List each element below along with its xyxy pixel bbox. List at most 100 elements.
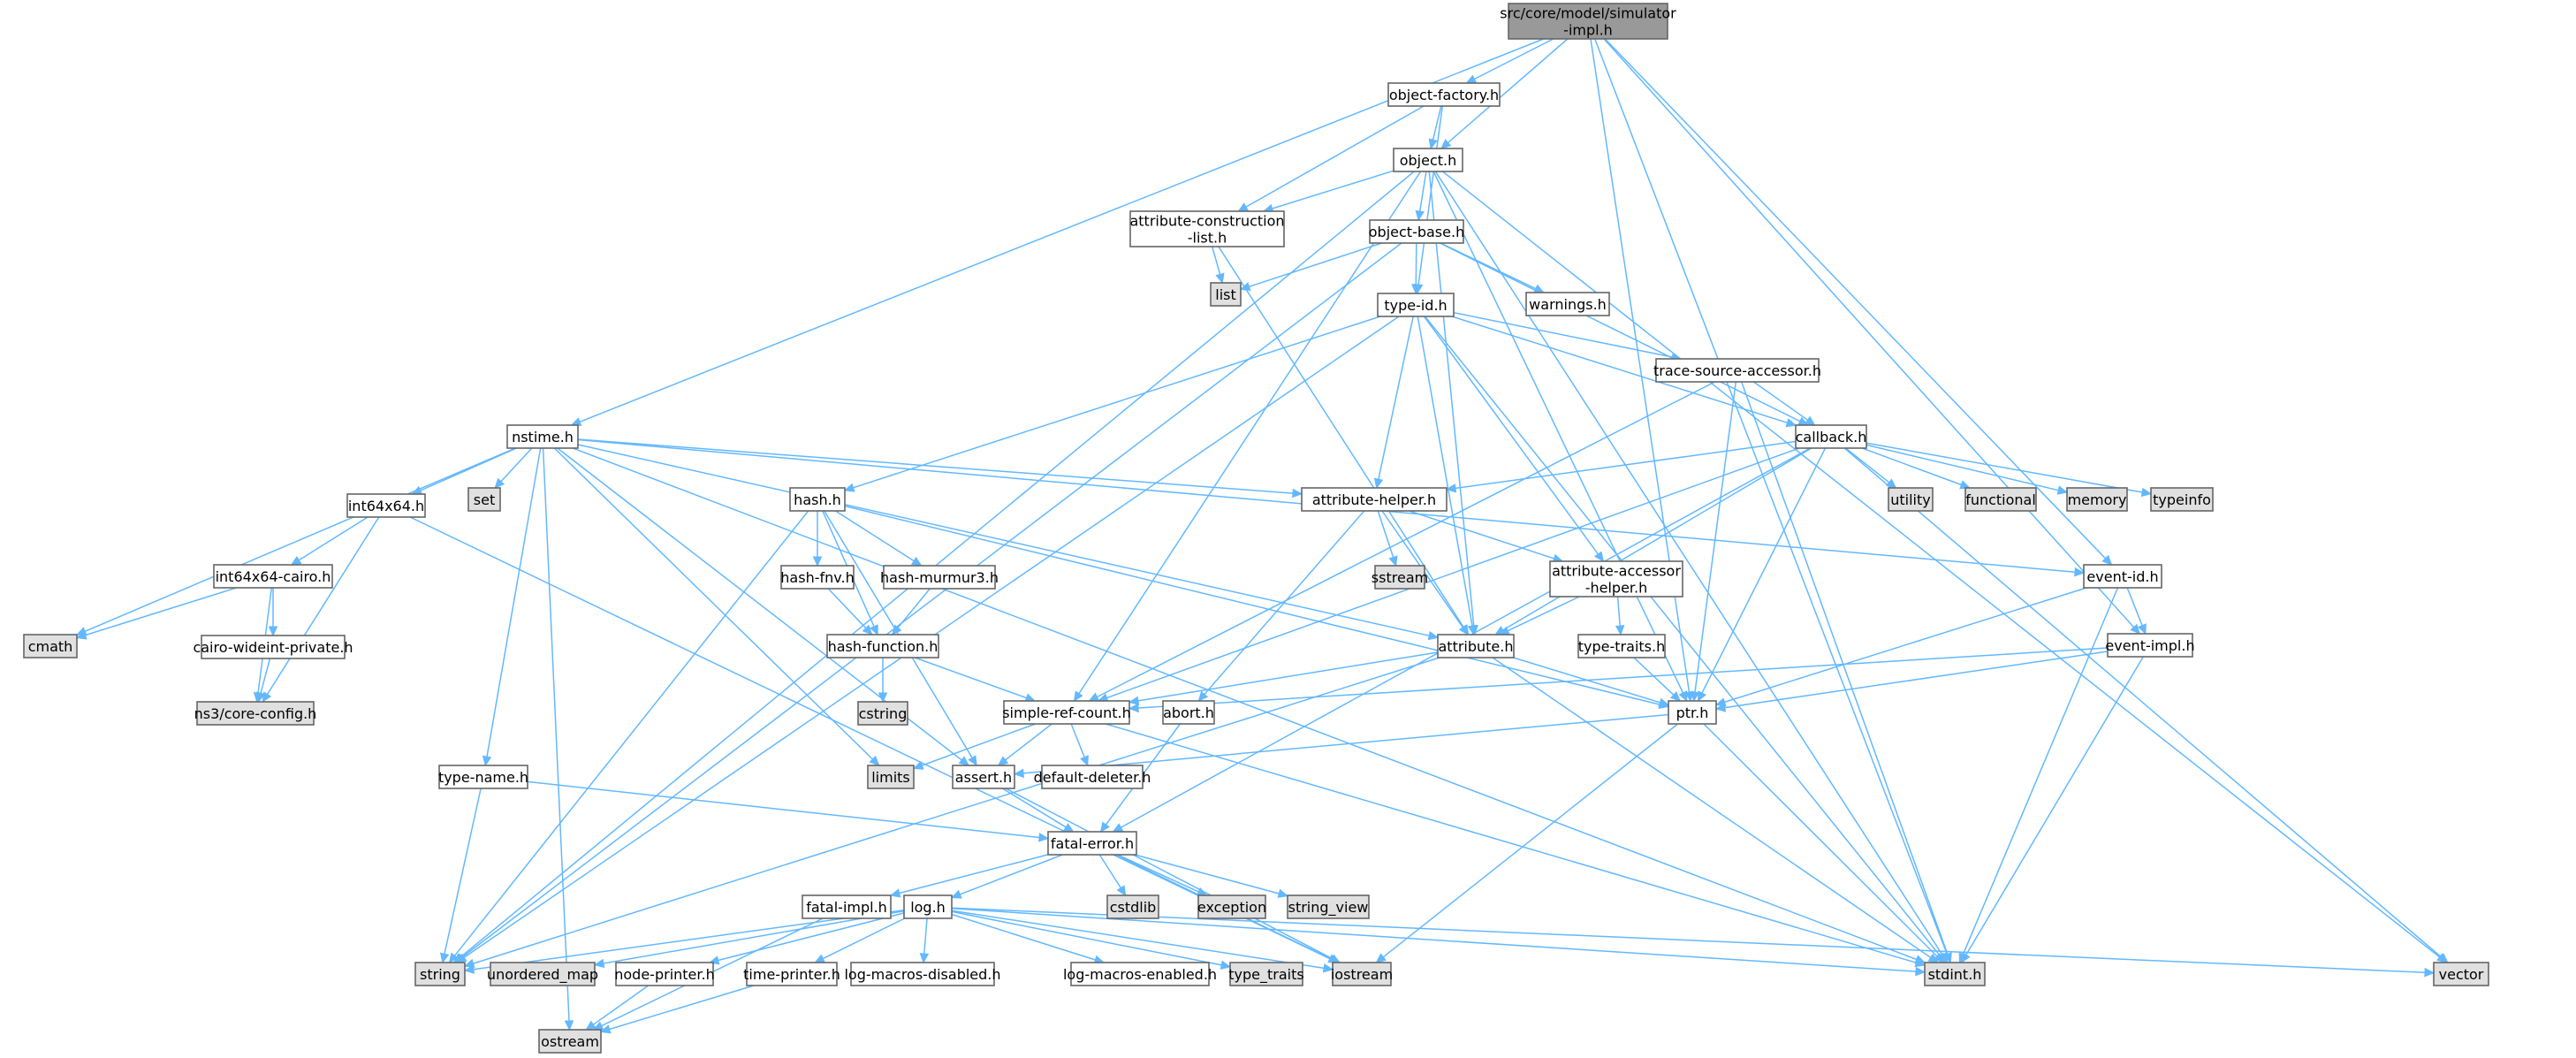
edge-simplerefcount-to-defdeleter [1070,723,1089,767]
edge-callback-to-functional [1861,447,1971,490]
edge-callback-to-ptr [1697,447,1827,703]
node-label: cstring [859,705,908,722]
node-int64x64[interactable]: int64x64.h [346,493,426,518]
node-box [2066,487,2128,512]
node-simimpl[interactable]: src/core/model/simulator-impl.h [1500,3,1676,40]
node-box [903,894,953,919]
node-ptr[interactable]: ptr.h [1668,700,1717,725]
node-warnings[interactable]: warnings.h [1525,292,1610,316]
node-eventid[interactable]: event-id.h [2083,564,2162,589]
edge-nstime-to-limits [553,447,880,766]
node-box [1924,962,1986,986]
node-hashmurmur[interactable]: hash-murmur3.h [880,565,999,590]
edge-ptr-to-iostream [1375,723,1679,963]
node-label: cmath [28,638,73,655]
node-nodeprinter[interactable]: node-printer.h [614,962,715,986]
edge-typeid-to-attrhelper [1373,316,1414,490]
node-box [850,962,995,986]
node-hash[interactable]: hash.h [789,487,846,512]
node-abort[interactable]: abort.h [1162,700,1215,725]
node-label: callback.h [1796,429,1867,445]
node-box [1387,82,1501,107]
node-box [1888,487,1934,512]
node-label: warnings.h [1529,296,1607,313]
edge-log-to-iostream [951,910,1334,973]
node-label: fatal-error.h [1051,835,1134,852]
node-attrhelper[interactable]: attribute-helper.h [1301,487,1448,512]
node-box [2083,564,2162,589]
node-box [538,1029,602,1054]
node-object[interactable]: object.h [1393,148,1463,172]
edge-nstime-to-cmath [75,447,516,636]
node-objectfactory[interactable]: object-factory.h [1387,82,1501,107]
node-label: ostream [541,1033,599,1050]
node-simplerefcount[interactable]: simple-ref-count.h [1002,700,1131,725]
node-tracesrc[interactable]: trace-source-accessor.h [1653,358,1821,383]
node-nstime[interactable]: nstime.h [506,424,579,449]
node-label: ptr.h [1676,704,1709,721]
node-box [789,487,846,512]
node-typename[interactable]: type-name.h [438,765,528,789]
node-attraccessor[interactable]: attribute-accessor-helper.h [1549,560,1683,598]
node-nscoreconfig: ns3/core-config.h [194,701,316,726]
node-label: hash-fnv.h [780,569,854,586]
edge-typeid-to-attraccessor [1423,316,1605,562]
edge-simimpl-to-objectfactory [1465,38,1554,84]
edge-hashfunc-to-cstring [878,658,888,704]
node-box [1549,560,1683,598]
node-box [1003,700,1130,725]
node-label: attribute-accessor [1552,563,1681,580]
node-iostream: iostream [1331,962,1393,986]
node-callback[interactable]: callback.h [1795,424,1867,449]
node-hashfnv[interactable]: hash-fnv.h [780,565,855,590]
dependency-edges [75,38,2449,1034]
edge-int64x64-to-nscoreconfig [262,516,380,704]
edge-fatalerror-to-fatalimpl [889,854,1049,898]
node-logmacrosdis[interactable]: log-macros-disabled.h [844,962,1001,986]
node-typetraitsh[interactable]: type-traits.h [1577,634,1666,658]
node-logmacrosen[interactable]: log-macros-enabled.h [1063,962,1217,986]
node-attrconst[interactable]: attribute-construction-list.h [1129,210,1285,247]
edge-eventid-to-ptr [1714,587,2087,707]
edge-tracesrc-to-callback [1752,381,1816,426]
node-box [1964,487,2037,512]
node-label: assert.h [955,769,1012,786]
edge-fatalerror-to-exception [1117,854,1208,896]
node-label: vector [2439,966,2484,983]
edge-hash-to-ptr [844,505,1670,710]
node-box [1301,487,1448,512]
node-attribute[interactable]: attribute.h [1437,634,1515,658]
node-cairowide[interactable]: cairo-wideint-private.h [193,635,353,659]
edge-fatalerror-to-cstdlib [1098,854,1127,897]
node-box [2150,487,2214,512]
node-functional: functional [1964,487,2037,512]
edge-attrhelper-to-sstream [1377,510,1398,567]
node-log[interactable]: log.h [903,894,953,919]
edge-typeid-to-attribute [1417,316,1478,636]
edge-ptr-to-assert [1013,713,1669,779]
edge-hash-to-hashfnv [812,511,823,567]
node-assert[interactable]: assert.h [952,765,1015,789]
node-fatalerror[interactable]: fatal-error.h [1047,831,1137,856]
node-objectbase[interactable]: object-base.h [1369,219,1464,244]
node-label: time-printer.h [743,966,840,983]
edge-nstime-to-attribute [577,444,1440,641]
node-defdeleter[interactable]: default-deleter.h [1034,765,1151,789]
node-fatalimpl[interactable]: fatal-impl.h [802,894,892,919]
node-box [414,962,466,986]
node-label: utility [1890,491,1931,508]
node-box [1106,894,1159,919]
node-int64cairo[interactable]: int64x64-cairo.h [213,564,333,589]
node-box [867,765,915,789]
edge-simimpl-to-eventid [1604,38,2113,566]
edge-log-to-typetraits [951,910,1232,970]
node-hashfunc[interactable]: hash-function.h [826,634,939,658]
node-label: object.h [1400,152,1457,169]
node-eventimpl[interactable]: event-impl.h [2105,633,2195,658]
node-typeid[interactable]: type-id.h [1377,293,1455,317]
node-label: node-printer.h [614,966,714,983]
node-label: -impl.h [1563,22,1613,39]
node-box [1668,700,1717,725]
node-timeprinter[interactable]: time-printer.h [743,962,840,986]
node-box [1374,565,1425,590]
